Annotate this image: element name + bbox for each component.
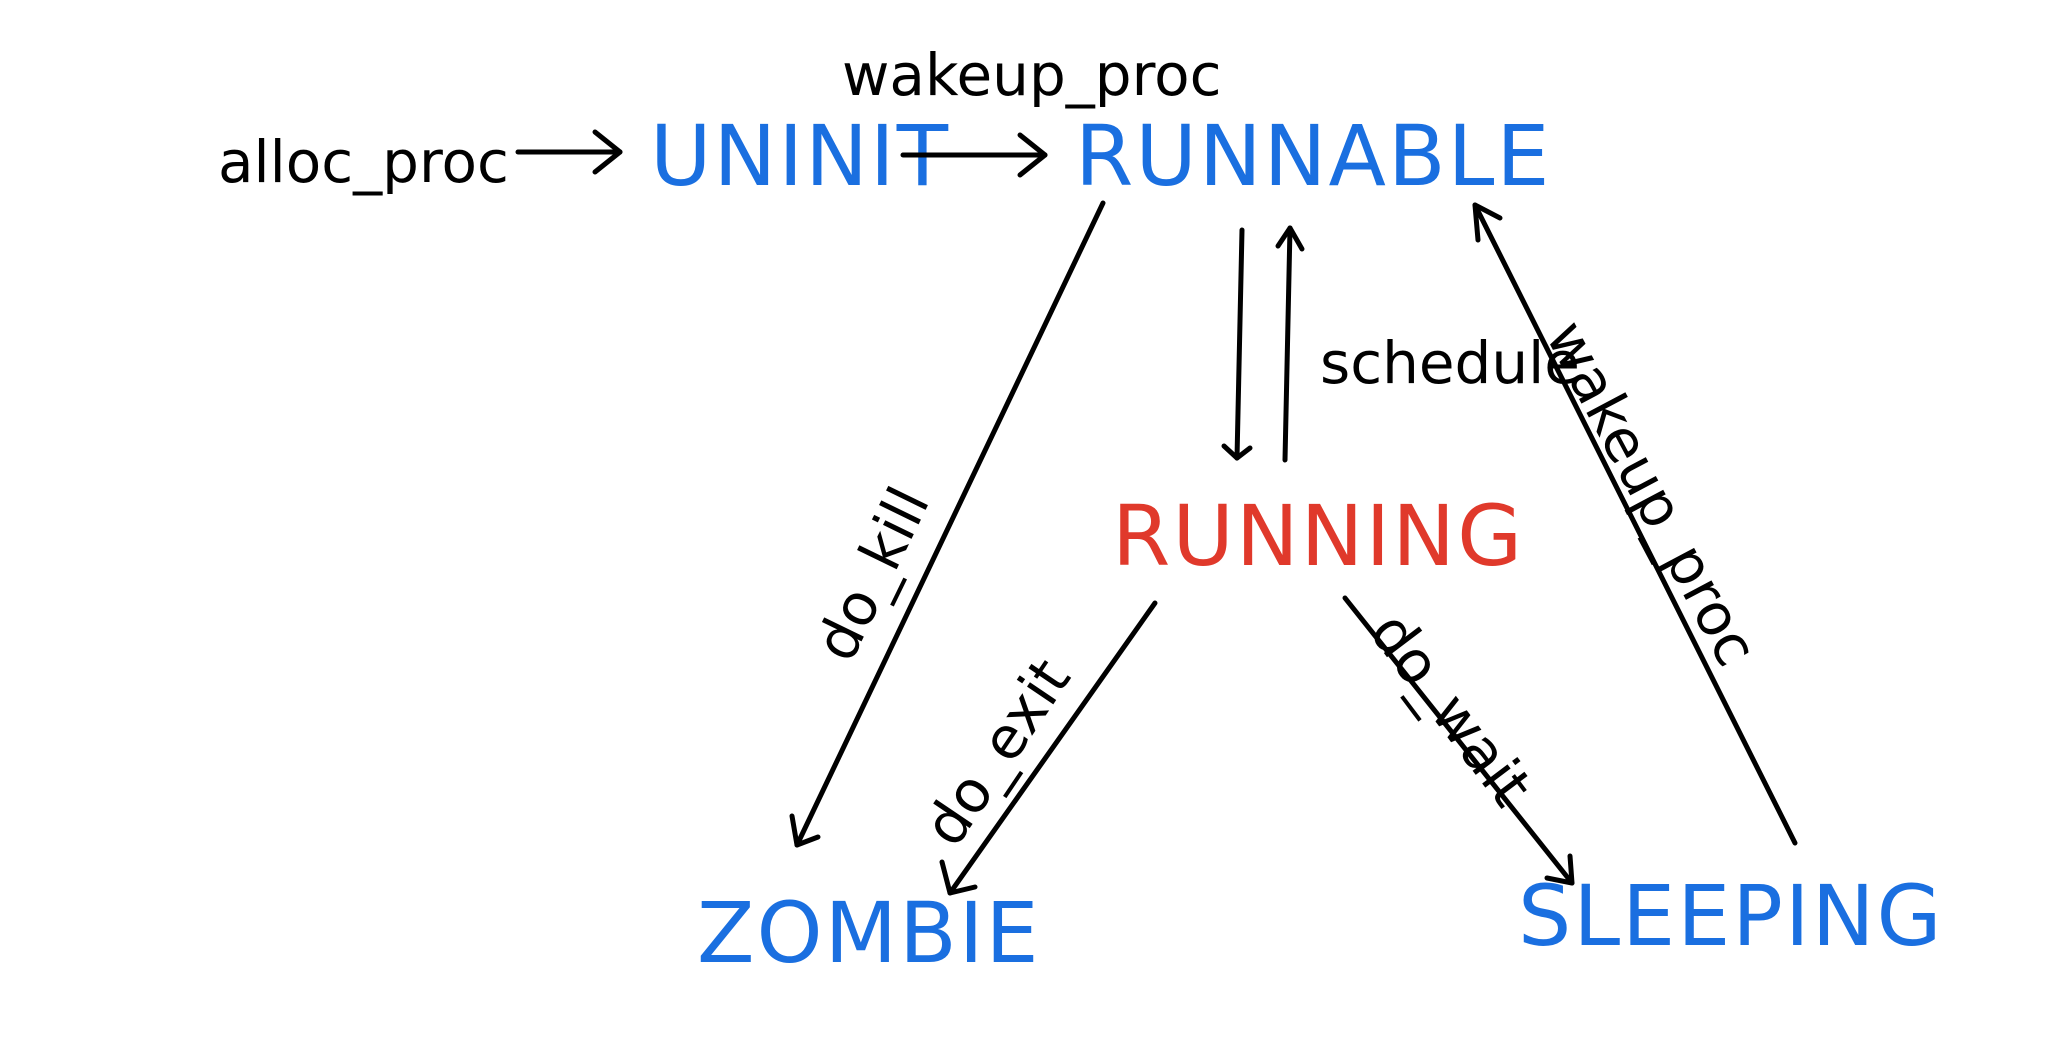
arrow-running-to-zombie	[939, 600, 1158, 896]
state-zombie: ZOMBIE	[697, 884, 1041, 982]
label-do-wait: do_wait	[1357, 600, 1546, 819]
arrow-sleeping-to-runnable	[1472, 202, 1798, 846]
arrow-running-to-sleeping	[1342, 595, 1575, 886]
state-running: RUNNING	[1112, 487, 1524, 585]
arrow-alloc-to-uninit	[515, 129, 623, 175]
state-uninit: UNINIT	[650, 107, 950, 205]
arrow-runnable-to-zombie	[789, 200, 1106, 848]
label-alloc-proc: alloc_proc	[218, 128, 509, 196]
arrow-runnable-to-running	[1221, 227, 1253, 461]
arrow-running-to-runnable	[1275, 225, 1305, 463]
label-schedule: schedule	[1320, 329, 1580, 397]
label-wakeup-proc-top: wakeup_proc	[842, 41, 1222, 109]
state-sleeping: SLEEPING	[1518, 867, 1944, 965]
arrow-uninit-to-runnable	[900, 132, 1048, 178]
label-wakeup-proc-right: wakeup_proc	[1533, 310, 1771, 677]
label-do-kill: do_kill	[801, 477, 942, 671]
state-runnable: RUNNABLE	[1075, 107, 1551, 205]
